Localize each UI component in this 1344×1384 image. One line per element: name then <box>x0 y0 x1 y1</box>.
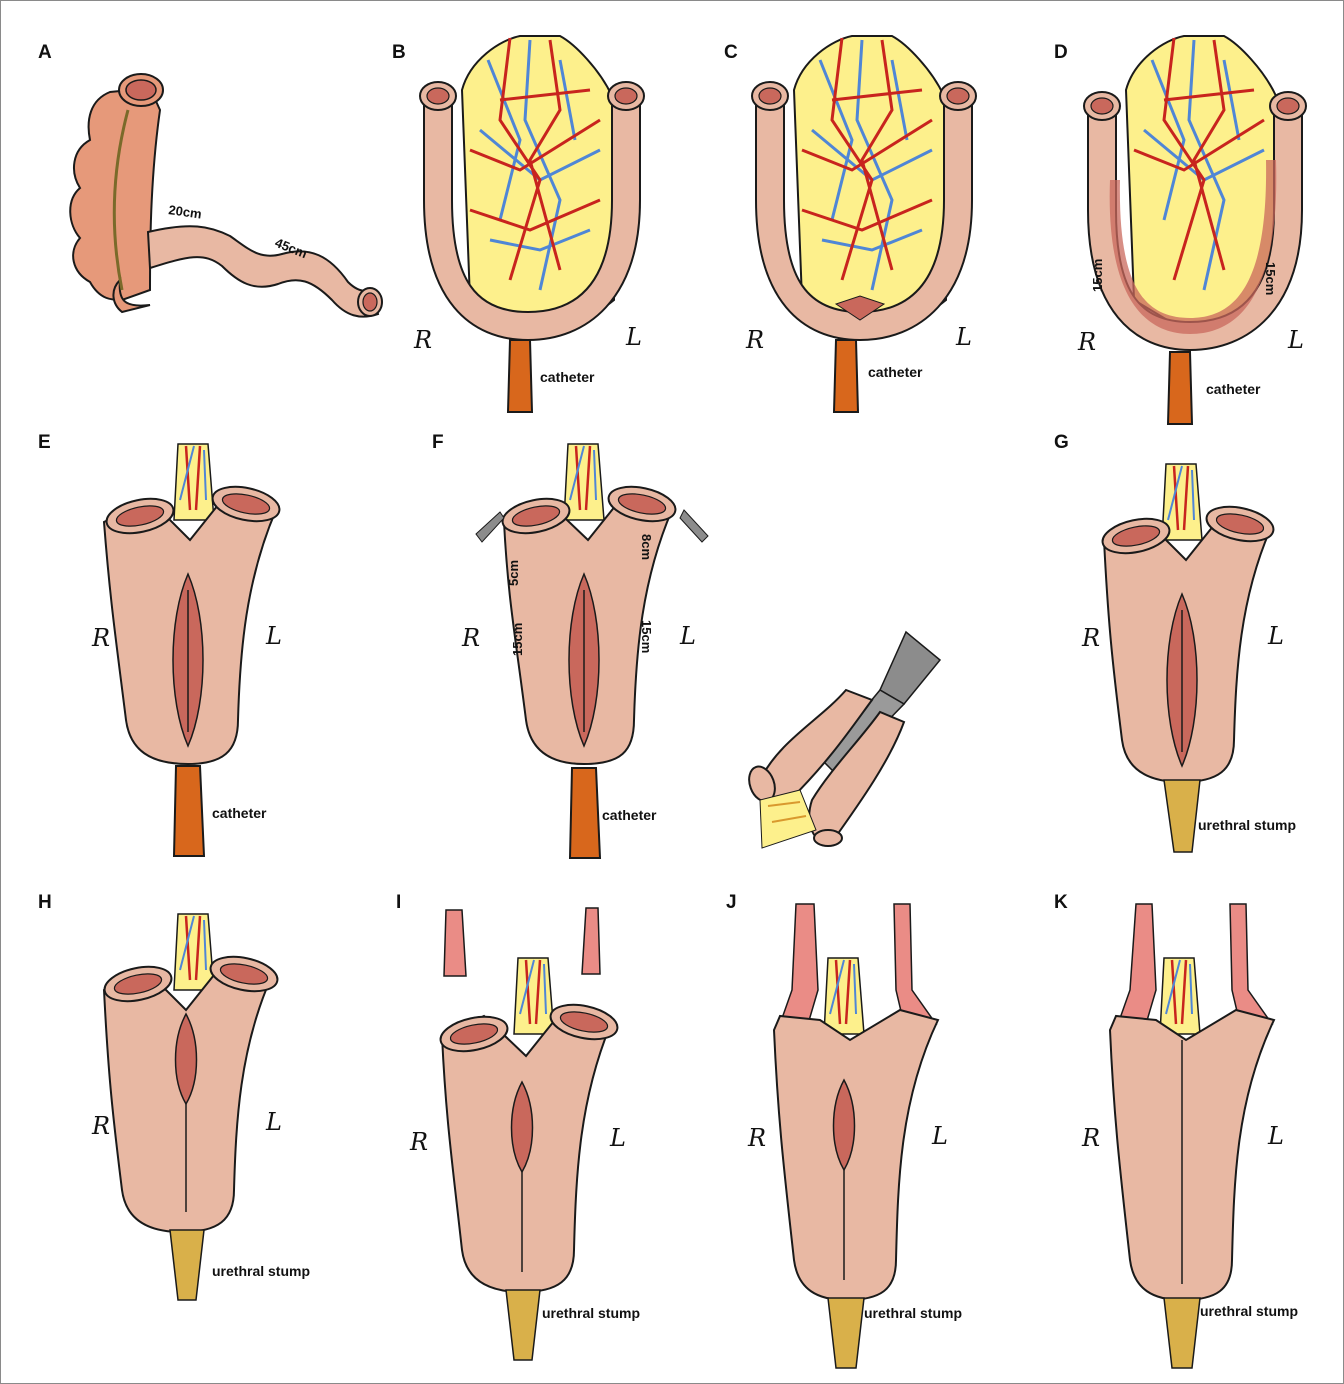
pouch-i <box>437 999 620 1292</box>
side-r-b: R <box>413 326 432 354</box>
ureter-left-k <box>1230 904 1272 1024</box>
measure-f-right-15cm: 15cm <box>510 623 525 656</box>
panel-label-c: C <box>724 42 738 63</box>
colon-cecum <box>70 74 163 312</box>
panel-label-g: G <box>1054 432 1069 453</box>
measure-d-left-15cm: 15cm <box>1263 262 1278 295</box>
annotation-k: urethral stump <box>1200 1303 1298 1319</box>
side-r-i: R <box>409 1128 428 1156</box>
panel-c: C R L catheter <box>724 36 976 412</box>
side-r-g: R <box>1081 624 1100 652</box>
side-l-g: L <box>1267 622 1284 650</box>
ureter-right-j <box>780 904 818 1024</box>
urethral-stump-k <box>1164 1298 1200 1368</box>
catheter-e <box>174 766 204 856</box>
ureter-left-i <box>582 908 600 974</box>
pouch-j <box>774 1010 938 1300</box>
side-r-d: R <box>1077 328 1096 356</box>
urethral-stump-i <box>506 1290 540 1360</box>
panel-label-h: H <box>38 892 52 913</box>
panel-b: B R L catheter <box>392 36 644 412</box>
annotation-b: catheter <box>540 369 595 385</box>
panel-a: A 20cm 45cm <box>38 42 382 317</box>
u-shaped-ileum <box>420 36 644 340</box>
side-l-f: L <box>679 622 696 650</box>
catheter-b <box>508 340 532 412</box>
panel-label-i: I <box>396 892 401 913</box>
annotation-h: urethral stump <box>212 1263 310 1279</box>
pouch-g <box>1099 501 1276 782</box>
ileum-segment <box>148 226 382 316</box>
measure-f-left-15cm: 15cm <box>639 620 654 653</box>
measure-d-right-15cm: 15cm <box>1090 259 1105 292</box>
panel-label-j: J <box>726 892 737 913</box>
annotation-f: catheter <box>602 807 657 823</box>
side-l-i: L <box>609 1124 626 1152</box>
u-shaped-ileum-incised <box>752 36 976 340</box>
panel-d: D R L 15cm 15cm catheter <box>1054 36 1306 424</box>
side-r-f: R <box>461 624 480 652</box>
ureter-left-j <box>894 904 936 1024</box>
catheter-d <box>1168 352 1192 424</box>
side-r-h: R <box>91 1112 110 1140</box>
panel-label-a: A <box>38 42 52 63</box>
side-l-e: L <box>265 622 282 650</box>
measure-f-5cm: 5cm <box>506 560 521 586</box>
u-shaped-ileum-opened <box>1084 36 1306 350</box>
ureter-right-k <box>1118 904 1156 1024</box>
panel-h: H R L urethral stump <box>38 892 310 1300</box>
annotation-c: catheter <box>868 364 923 380</box>
annotation-j: urethral stump <box>864 1305 962 1321</box>
annotation-e: catheter <box>212 805 267 821</box>
clamp-left <box>476 512 504 542</box>
urethral-stump-g <box>1164 780 1200 852</box>
clamp-right <box>680 510 708 542</box>
annotation-d: catheter <box>1206 381 1261 397</box>
catheter-c <box>834 340 858 412</box>
measure-f-8cm: 8cm <box>639 534 654 560</box>
pouch-k <box>1110 1010 1274 1300</box>
panel-label-k: K <box>1054 892 1068 913</box>
urethral-stump-h <box>170 1230 204 1300</box>
pouch-e <box>103 481 282 764</box>
panel-k: K R L urethral stump <box>1054 892 1298 1368</box>
side-r-j: R <box>747 1124 766 1152</box>
side-l-c: L <box>955 323 972 351</box>
side-l-d: L <box>1287 326 1304 354</box>
panel-label-f: F <box>432 432 444 453</box>
side-l-k: L <box>1267 1122 1284 1150</box>
panel-label-e: E <box>38 432 51 453</box>
stapler-inset <box>745 632 940 848</box>
ureter-right-i <box>444 910 466 976</box>
panel-f: F R L 5cm 8cm 15cm 15cm catheter <box>432 432 940 858</box>
side-r-k: R <box>1081 1124 1100 1152</box>
panel-i: I R L urethral stump <box>396 892 640 1360</box>
side-r-c: R <box>745 326 764 354</box>
annotation-g: urethral stump <box>1198 817 1296 833</box>
panel-j: J R L urethral stump <box>726 892 962 1368</box>
side-l-b: L <box>625 323 642 351</box>
urethral-stump-j <box>828 1298 864 1368</box>
panel-label-d: D <box>1054 42 1068 63</box>
side-r-e: R <box>91 624 110 652</box>
side-l-h: L <box>265 1108 282 1136</box>
annotation-i: urethral stump <box>542 1305 640 1321</box>
catheter-f <box>570 768 600 858</box>
panel-g: G R L urethral stump <box>1054 432 1296 852</box>
panel-label-b: B <box>392 42 406 63</box>
panel-e: E R L catheter <box>38 432 283 856</box>
measure-20cm: 20cm <box>168 202 203 221</box>
pouch-h <box>101 951 280 1232</box>
side-l-j: L <box>931 1122 948 1150</box>
